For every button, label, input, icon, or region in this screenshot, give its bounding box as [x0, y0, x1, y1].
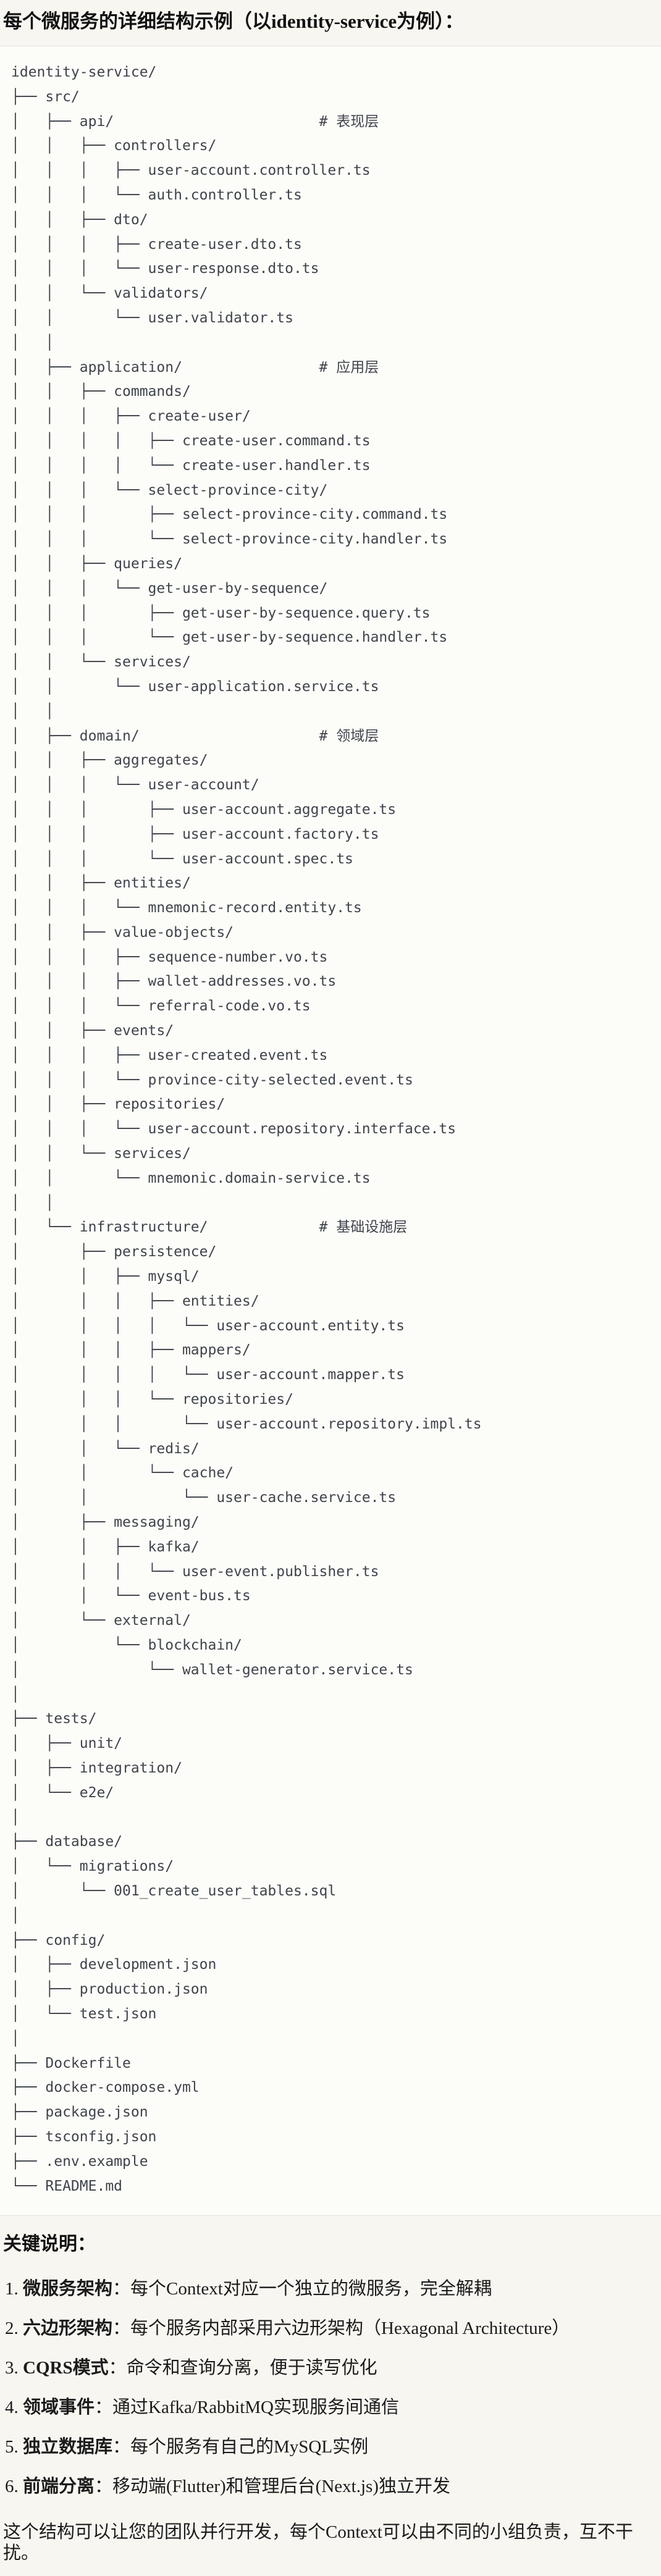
code-block: identity-service/ ├── src/ │ ├── api/ # … — [0, 46, 661, 2217]
list-item: 5. 独立数据库：每个服务有自己的MySQL实例 — [3, 2437, 657, 2457]
item-text: ：通过Kafka/RabbitMQ实现服务间通信 — [95, 2398, 399, 2418]
item-text: ：每个Context对应一个独立的微服务，完全解耦 — [112, 2279, 492, 2299]
doc-header: 每个微服务的详细结构示例（以identity-service为例）： — [0, 0, 661, 35]
notes-heading: 关键说明： — [3, 2234, 96, 2255]
item-number: 3. — [5, 2358, 23, 2378]
item-text: ：移动端(Flutter)和管理后台(Next.js)独立开发 — [95, 2477, 450, 2497]
item-label: 微服务架构 — [23, 2279, 113, 2299]
directory-tree: identity-service/ ├── src/ │ ├── api/ # … — [11, 64, 482, 2194]
list-item: 3. CQRS模式：命令和查询分离，便于读写优化 — [3, 2358, 657, 2378]
list-item: 1. 微服务架构：每个Context对应一个独立的微服务，完全解耦 — [3, 2279, 657, 2299]
item-label: CQRS模式 — [23, 2358, 109, 2378]
item-number: 1. — [5, 2279, 23, 2299]
item-text: ：每个服务内部采用六边形架构（Hexagonal Architecture） — [112, 2318, 570, 2339]
item-label: 独立数据库 — [23, 2437, 113, 2457]
list-item: 4. 领域事件：通过Kafka/RabbitMQ实现服务间通信 — [3, 2398, 657, 2418]
item-label: 前端分离 — [23, 2477, 95, 2497]
item-number: 5. — [5, 2437, 23, 2457]
item-label: 领域事件 — [23, 2398, 95, 2418]
item-number: 4. — [5, 2398, 23, 2418]
item-text: ：命令和查询分离，便于读写优化 — [108, 2358, 377, 2378]
list-item: 6. 前端分离：移动端(Flutter)和管理后台(Next.js)独立开发 — [3, 2477, 657, 2497]
item-number: 2. — [5, 2318, 23, 2339]
item-label: 六边形架构 — [23, 2318, 113, 2339]
page-title: 每个微服务的详细结构示例（以identity-service为例）： — [3, 10, 464, 32]
list-item: 2. 六边形架构：每个服务内部采用六边形架构（Hexagonal Archite… — [3, 2318, 657, 2339]
notes-list: 1. 微服务架构：每个Context对应一个独立的微服务，完全解耦 2. 六边形… — [3, 2279, 657, 2497]
key-notes-section: 关键说明： 1. 微服务架构：每个Context对应一个独立的微服务，完全解耦 … — [0, 2216, 661, 2576]
item-number: 6. — [5, 2477, 23, 2497]
item-text: ：每个服务有自己的MySQL实例 — [112, 2437, 369, 2457]
notes-footer: 这个结构可以让您的团队并行开发，每个Context可以由不同的小组负责，互不干扰… — [3, 2522, 633, 2564]
